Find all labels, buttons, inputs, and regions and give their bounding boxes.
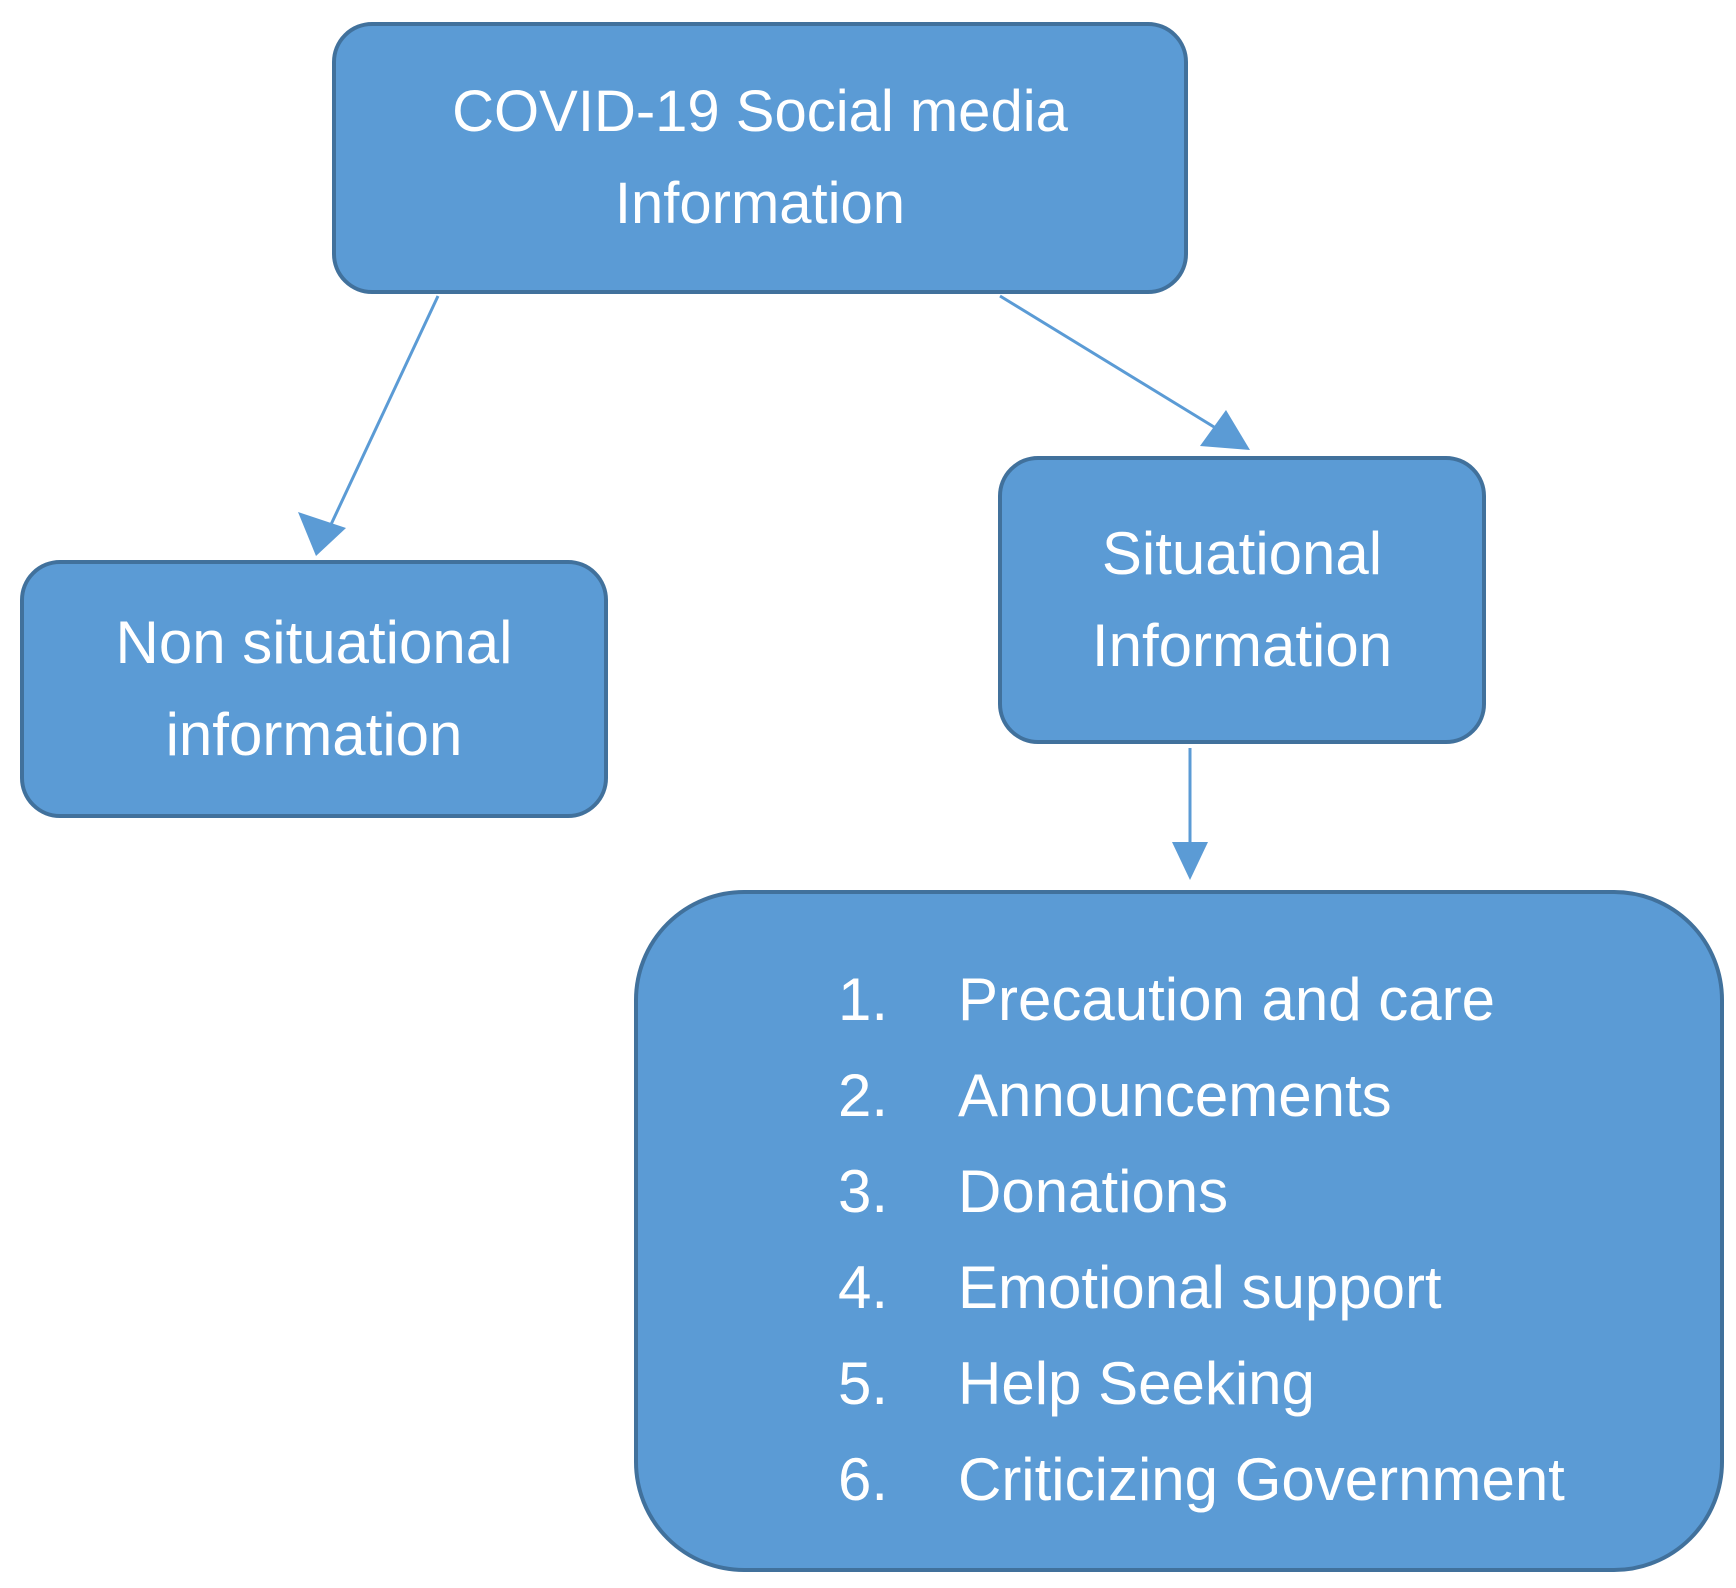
non-situational-information-box: Non situational information: [20, 560, 608, 818]
situational-information-box: Situational Information: [998, 456, 1486, 744]
situational-label-line1: Situational: [1101, 520, 1383, 587]
list-item: 5. Help Seeking: [838, 1336, 1565, 1432]
list-item-label: Announcements: [958, 1062, 1392, 1129]
list-item: 6. Criticizing Government: [838, 1432, 1565, 1528]
list-item-number: 6.: [838, 1446, 889, 1513]
root-label-line2: Information: [614, 171, 906, 236]
list-item: 4. Emotional support: [838, 1240, 1565, 1336]
list-item-label: Precaution and care: [958, 966, 1496, 1033]
non-situational-label-line1: Non situational: [115, 609, 513, 676]
list-item-label: Criticizing Government: [958, 1446, 1565, 1513]
covid-social-media-information-box: COVID-19 Social media Information: [332, 22, 1188, 294]
non-situational-label-line2: information: [165, 701, 463, 768]
arrowhead-non-situational: [298, 512, 346, 556]
situational-categories-list: 1. Precaution and care 2. Announcements …: [838, 952, 1565, 1528]
list-item-number: 1.: [838, 966, 889, 1033]
situational-categories-box: 1. Precaution and care 2. Announcements …: [634, 890, 1724, 1572]
list-item-label: Help Seeking: [958, 1350, 1315, 1417]
list-item-label: Donations: [958, 1158, 1229, 1225]
list-item-number: 5.: [838, 1350, 889, 1417]
list-item: 1. Precaution and care: [838, 952, 1565, 1048]
arrowhead-situational: [1200, 410, 1250, 450]
arrowhead-list: [1172, 842, 1208, 880]
list-item: 2. Announcements: [838, 1048, 1565, 1144]
list-item-number: 3.: [838, 1158, 889, 1225]
list-item-number: 4.: [838, 1254, 889, 1321]
list-item: 3. Donations: [838, 1144, 1565, 1240]
root-label-line1: COVID-19 Social media: [452, 79, 1068, 144]
arrow-root-to-situational: [999, 294, 1233, 440]
arrow-root-to-non-situational: [318, 295, 440, 549]
list-item-label: Emotional support: [958, 1254, 1442, 1321]
list-item-number: 2.: [838, 1062, 889, 1129]
situational-label-line2: Information: [1091, 612, 1393, 679]
